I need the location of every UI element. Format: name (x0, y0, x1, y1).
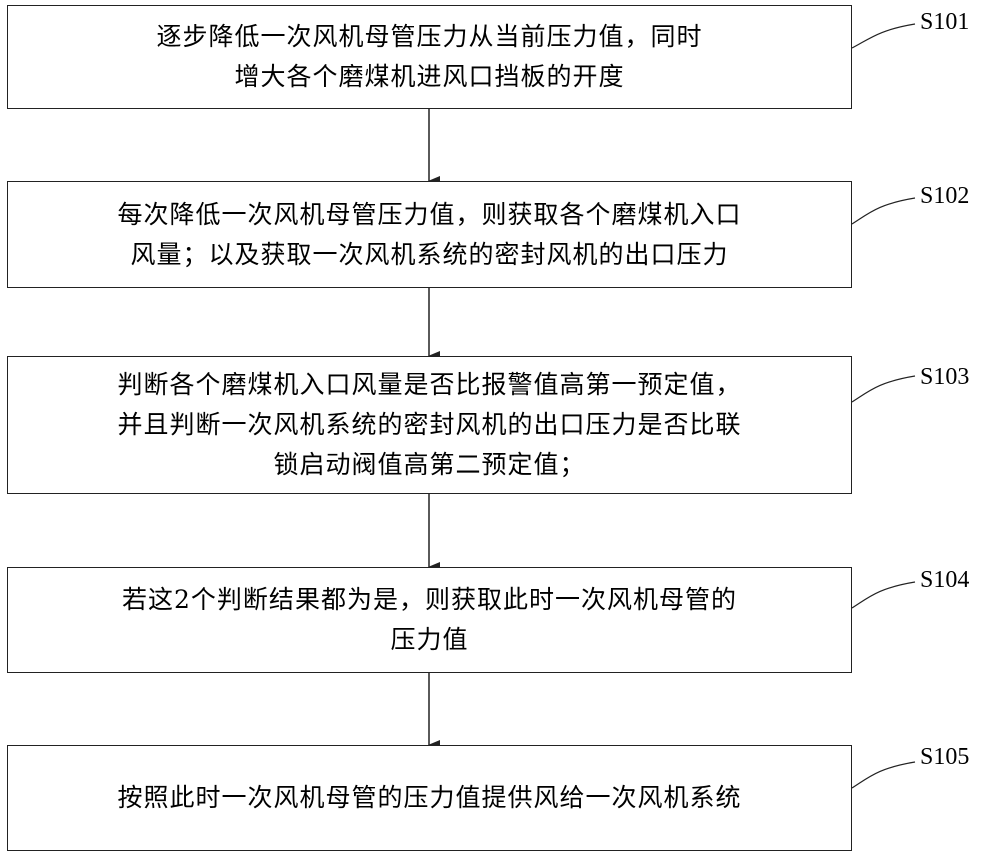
step-label-s102: S102 (920, 183, 970, 209)
step-label-s104: S104 (920, 567, 970, 593)
step-box-s105: 按照此时一次风机母管的压力值提供风给一次风机系统 (7, 745, 852, 851)
step-text-s105: 按照此时一次风机母管的压力值提供风给一次风机系统 (117, 783, 742, 812)
step-box-s102: 每次降低一次风机母管压力值，则获取各个磨煤机入口 风量；以及获取一次风机系统的密… (7, 181, 852, 288)
step-text-s101: 逐步降低一次风机母管压力从当前压力值，同时 增大各个磨煤机进风口挡板的开度 (156, 22, 703, 91)
leader-s103 (851, 375, 916, 403)
step-text-s103: 判断各个磨煤机入口风量是否比报警值高第一预定值， 并且判断一次风机系统的密封风机… (117, 370, 742, 479)
step-text-s102: 每次降低一次风机母管压力值，则获取各个磨煤机入口 风量；以及获取一次风机系统的密… (117, 199, 742, 269)
step-box-s104: 若这2个判断结果都为是，则获取此时一次风机母管的 压力值 (7, 567, 852, 673)
leader-s102 (851, 197, 916, 225)
step-box-s101: 逐步降低一次风机母管压力从当前压力值，同时 增大各个磨煤机进风口挡板的开度 (7, 5, 852, 109)
step-label-s101: S101 (920, 9, 970, 35)
step-box-s103: 判断各个磨煤机入口风量是否比报警值高第一预定值， 并且判断一次风机系统的密封风机… (7, 356, 852, 494)
leader-s101 (851, 23, 916, 49)
step-text-s104: 若这2个判断结果都为是，则获取此时一次风机母管的 压力值 (122, 585, 737, 654)
leader-s104 (851, 581, 916, 609)
step-label-s103: S103 (920, 364, 970, 390)
step-label-s105: S105 (920, 744, 970, 770)
leader-s105 (851, 761, 916, 789)
